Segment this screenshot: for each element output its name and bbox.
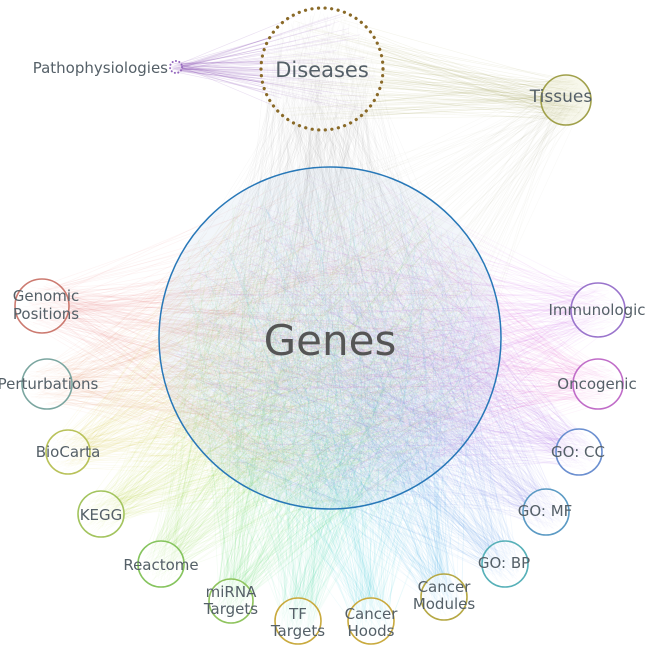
node-mirna-targets[interactable] <box>208 578 254 624</box>
label-line: Pathophysiologies <box>33 59 168 77</box>
label-line: Immunologic <box>548 301 645 319</box>
edge-bundle-genes-cancer-modules <box>169 180 487 617</box>
node-biocarta[interactable] <box>45 429 91 475</box>
label-reactome: Reactome <box>123 556 198 574</box>
label-line: Reactome <box>123 556 198 574</box>
edge-bundle-genes-go-cc <box>168 190 599 496</box>
node-reactome[interactable] <box>137 540 185 588</box>
label-line: Targets <box>203 600 258 618</box>
label-oncogenic: Oncogenic <box>557 375 636 393</box>
label-perturbations: Perturbations <box>0 375 99 393</box>
node-go-bp[interactable] <box>481 540 529 588</box>
node-tissues[interactable] <box>540 74 592 126</box>
edge-bundle-genes-biocarta <box>51 183 493 488</box>
node-genomic-positions[interactable] <box>14 278 70 334</box>
label-line: Hoods <box>348 622 395 640</box>
label-line: TF <box>288 605 307 623</box>
label-line: Oncogenic <box>557 375 636 393</box>
edge-bundle-genes-perturbations <box>26 172 479 501</box>
edge-bundle-genes-genomic-positions <box>20 174 479 504</box>
label-line: Positions <box>13 305 79 323</box>
edge-bundle-genes-reactome <box>143 195 494 583</box>
label-go-cc: GO: CC <box>551 443 605 461</box>
nodes <box>14 6 626 645</box>
label-line: Tissues <box>529 87 593 107</box>
label-line: Cancer <box>418 578 472 596</box>
label-go-bp: GO: BP <box>478 554 530 572</box>
label-line: Genes <box>264 316 397 365</box>
edge-bundle-genes-cancer-hoods <box>174 188 481 639</box>
node-diseases[interactable] <box>259 6 385 132</box>
node-tf-targets[interactable] <box>274 597 322 645</box>
edge-bundle-genes-go-bp <box>181 197 524 583</box>
node-go-mf[interactable] <box>522 488 570 536</box>
label-kegg: KEGG <box>80 506 123 524</box>
label-line: GO: MF <box>518 502 573 520</box>
node-go-cc[interactable] <box>555 428 603 476</box>
label-line: BioCarta <box>36 443 101 461</box>
label-go-mf: GO: MF <box>518 502 573 520</box>
edge-bundle-genes-tf-targets <box>170 175 489 640</box>
label-line: Diseases <box>275 58 369 82</box>
label-line: Modules <box>413 595 476 613</box>
label-biocarta: BioCarta <box>36 443 101 461</box>
label-line: Cancer <box>345 605 399 623</box>
label-line: Perturbations <box>0 375 99 393</box>
edge-bundles <box>20 11 620 640</box>
node-perturbations[interactable] <box>21 358 73 410</box>
label-line: GO: CC <box>551 443 605 461</box>
edge-bundle-genes-kegg <box>81 187 489 534</box>
label-line: Targets <box>270 622 325 640</box>
edge-bundle-diseases-genes <box>165 11 485 494</box>
edge-bundle-genes-mirna-targets <box>185 182 492 620</box>
label-line: GO: BP <box>478 554 530 572</box>
node-cancer-modules[interactable] <box>420 573 468 621</box>
label-line: miRNA <box>206 583 257 601</box>
node-kegg[interactable] <box>77 490 125 538</box>
edge-bundle-genes-immunologic <box>184 174 620 501</box>
label-immunologic: Immunologic <box>548 301 645 319</box>
node-immunologic[interactable] <box>570 282 626 338</box>
edge-bundle-tissues-genes <box>177 79 587 500</box>
node-oncogenic[interactable] <box>572 358 624 410</box>
edge-bundle-genes-oncogenic <box>169 180 620 498</box>
label-line: KEGG <box>80 506 123 524</box>
edge-bundle-genes-go-mf <box>170 178 566 531</box>
label-genes: Genes <box>264 316 397 365</box>
label-pathophysiologies: Pathophysiologies <box>33 59 168 77</box>
edge-bundle-diseases-tissues <box>266 19 587 121</box>
label-tissues: Tissues <box>529 87 593 107</box>
edge-bundle-pathophysiologies-diseases <box>171 13 375 111</box>
node-pathophysiologies[interactable] <box>169 60 183 74</box>
node-genes[interactable] <box>158 166 502 510</box>
node-cancer-hoods[interactable] <box>347 597 395 645</box>
label-line: Genomic <box>13 287 80 305</box>
label-diseases: Diseases <box>275 58 369 82</box>
